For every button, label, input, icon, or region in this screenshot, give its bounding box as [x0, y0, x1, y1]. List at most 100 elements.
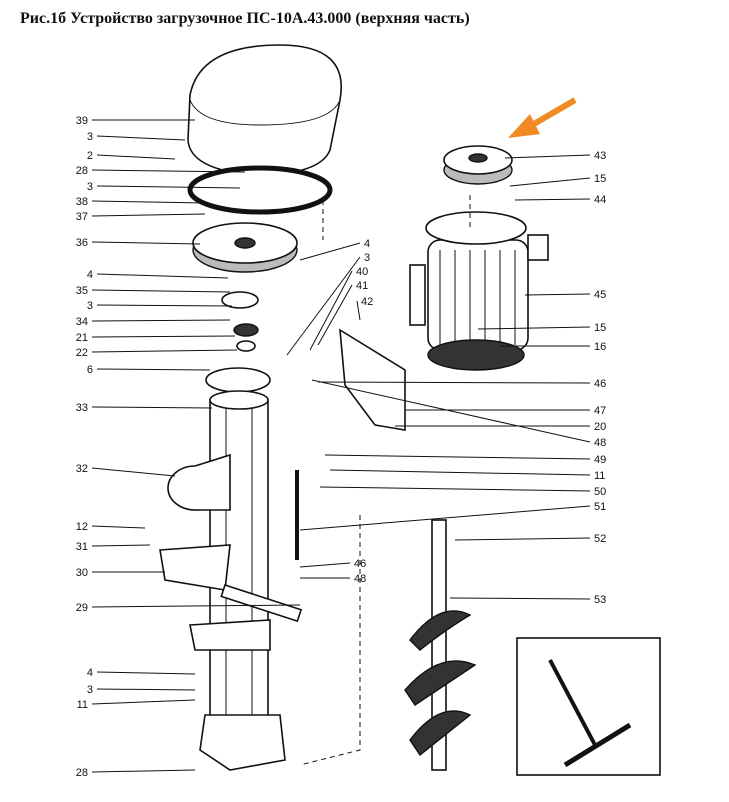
leader-line	[329, 469, 591, 476]
callout-label-28: 28	[76, 165, 88, 177]
electric-motor	[409, 211, 549, 371]
callout-label-36: 36	[76, 237, 88, 249]
leader-line	[524, 293, 591, 296]
leader-line	[91, 467, 176, 477]
leader-line	[91, 769, 196, 773]
callout-label-42: 42	[361, 296, 373, 308]
belt-guard-cover	[187, 44, 342, 176]
leader-line	[96, 154, 176, 160]
auger-screw	[404, 519, 477, 771]
callout-label-4: 4	[364, 238, 370, 250]
callout-label-39: 39	[76, 115, 88, 127]
callout-label-53: 53	[594, 594, 606, 606]
callout-label-29: 29	[76, 602, 88, 614]
leader-line	[504, 154, 591, 159]
callout-label-12: 12	[76, 521, 88, 533]
leader-line	[91, 213, 206, 217]
callout-label-51: 51	[594, 501, 606, 513]
leader-line	[91, 319, 231, 322]
callout-label-46: 46	[354, 558, 366, 570]
callout-label-52: 52	[594, 533, 606, 545]
leader-line	[91, 544, 151, 547]
callout-label-15: 15	[594, 322, 606, 334]
callout-label-48: 48	[354, 573, 366, 585]
callout-label-3: 3	[87, 684, 93, 696]
callout-label-4: 4	[87, 269, 93, 281]
leader-line	[96, 671, 196, 675]
leader-line	[91, 335, 236, 338]
leader-line	[317, 381, 591, 384]
callout-label-49: 49	[594, 454, 606, 466]
leader-line	[96, 688, 196, 691]
leader-line	[309, 270, 353, 351]
auger-tube	[159, 390, 303, 771]
leader-line	[449, 597, 591, 600]
callout-label-20: 20	[594, 421, 606, 433]
leader-line	[91, 289, 231, 293]
callout-label-4: 4	[87, 667, 93, 679]
callout-label-41: 41	[356, 280, 368, 292]
leader-line	[319, 486, 591, 492]
leader-line	[91, 699, 196, 705]
callout-label-11: 11	[77, 699, 88, 711]
callout-label-47: 47	[594, 405, 606, 417]
callout-label-6: 6	[87, 364, 93, 376]
callout-label-3: 3	[364, 252, 370, 264]
callout-label-3: 3	[87, 181, 93, 193]
leader-line	[96, 368, 211, 371]
callout-label-43: 43	[594, 150, 606, 162]
leader-line	[91, 169, 246, 173]
callout-label-48: 48	[594, 437, 606, 449]
callout-label-32: 32	[76, 463, 88, 475]
motor-pulley	[443, 145, 513, 185]
highlight-arrow	[508, 97, 577, 138]
leader-line	[96, 185, 241, 189]
callout-labels: 3932283383736435334212263332123130294311…	[76, 115, 607, 779]
callout-label-28: 28	[76, 767, 88, 779]
leader-line	[514, 198, 591, 201]
leader-line	[454, 537, 591, 541]
callout-label-46: 46	[594, 378, 606, 390]
inset-detail	[516, 637, 661, 776]
leader-line	[311, 379, 591, 443]
callout-label-11: 11	[594, 470, 605, 482]
callout-label-38: 38	[76, 196, 88, 208]
leader-line	[509, 177, 591, 187]
leader-line	[299, 505, 591, 531]
leader-line	[96, 304, 233, 307]
callout-label-22: 22	[76, 347, 88, 359]
callout-label-15: 15	[594, 173, 606, 185]
leader-line	[91, 604, 301, 608]
leader-line	[286, 256, 361, 356]
leader-line	[91, 406, 213, 409]
leader-line	[91, 525, 146, 529]
leader-line	[96, 135, 186, 141]
callout-label-34: 34	[76, 316, 88, 328]
leader-line	[91, 241, 201, 245]
leader-line	[91, 200, 206, 204]
leader-line	[356, 300, 361, 321]
callout-label-30: 30	[76, 567, 88, 579]
callout-label-31: 31	[76, 541, 88, 553]
leader-line	[324, 454, 591, 460]
callout-label-50: 50	[594, 486, 606, 498]
figure-title: Рис.1б Устройство загрузочное ПС-10А.43.…	[20, 10, 470, 27]
leader-line	[477, 326, 591, 330]
large-pulley	[192, 222, 298, 273]
leader-line	[317, 284, 353, 346]
callout-label-44: 44	[594, 194, 606, 206]
callout-label-33: 33	[76, 402, 88, 414]
leader-line	[96, 273, 229, 279]
leader-line	[299, 242, 361, 261]
callout-label-35: 35	[76, 285, 88, 297]
callout-label-40: 40	[356, 266, 368, 278]
callout-label-21: 21	[76, 332, 88, 344]
callout-label-2: 2	[87, 150, 93, 162]
callout-label-16: 16	[594, 341, 606, 353]
callout-label-3: 3	[87, 300, 93, 312]
callout-label-3: 3	[87, 131, 93, 143]
callout-label-37: 37	[76, 211, 88, 223]
callout-label-45: 45	[594, 289, 606, 301]
leader-line	[299, 562, 351, 568]
